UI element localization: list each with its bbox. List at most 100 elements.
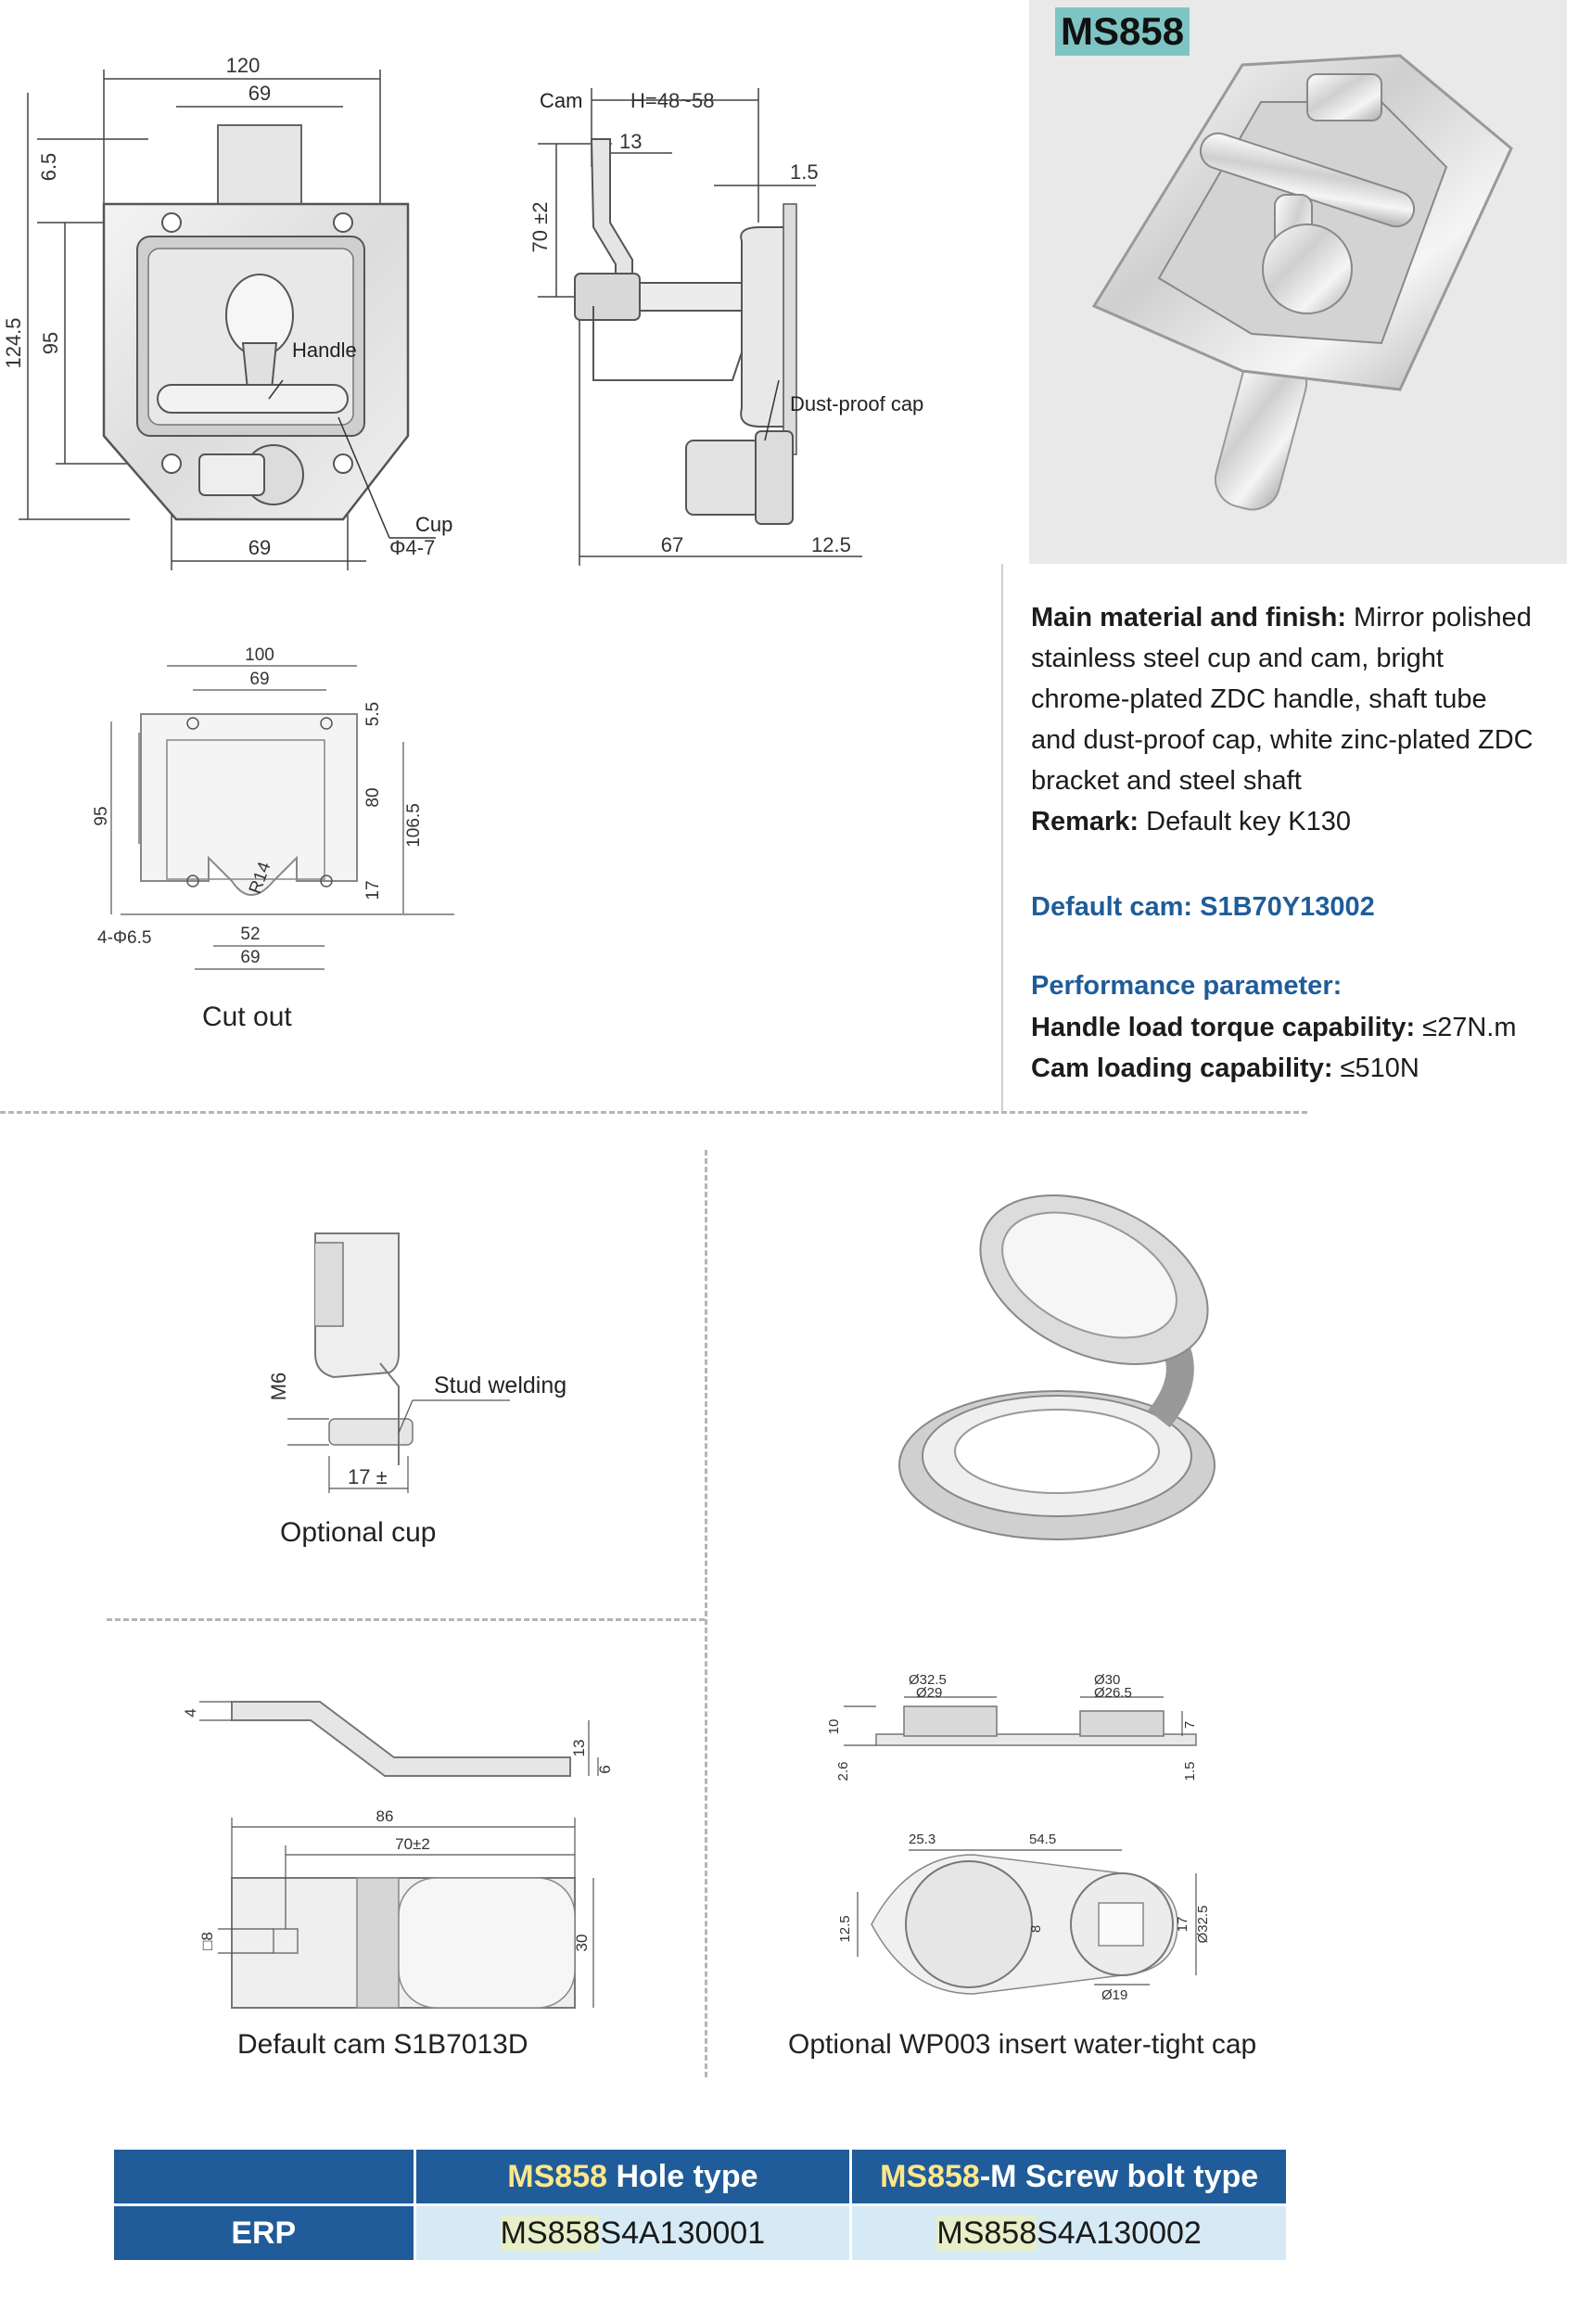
- material-line-3: chrome-plated ZDC handle, shaft tube: [1031, 684, 1487, 714]
- dim-height-total: 124.5: [2, 317, 25, 368]
- section-divider-vertical: [705, 1150, 707, 2077]
- model-tag: MS858: [1055, 7, 1190, 56]
- performance-values: Handle load torque capability: ≤27N.m Ca…: [1031, 1007, 1517, 1089]
- erp-header-hole-type: MS858 Hole type: [415, 2150, 850, 2203]
- wc-dim-d32-5b: Ø32.5: [1195, 1906, 1211, 1944]
- wc-dim-8: 8: [1028, 1925, 1044, 1933]
- cam-dim-6: 6: [596, 1765, 614, 1773]
- material-label: Main material and finish:: [1031, 603, 1346, 632]
- water-cap-drawing: Ø32.5 Ø29 Ø30 Ø26.5 10 2.6 7 1.5 25.3 54…: [826, 1672, 1211, 2003]
- cut-dim-106-5: 106.5: [404, 803, 424, 848]
- erp-header-blank: [114, 2150, 414, 2203]
- wc-dim-1-5: 1.5: [1182, 1762, 1198, 1781]
- cam-dim-sq8: □8: [198, 1932, 216, 1950]
- erp-code-screw: MS858S4A130002: [852, 2206, 1286, 2260]
- cam-dim-13: 13: [570, 1740, 588, 1757]
- wc-dim-12-5: 12.5: [837, 1915, 853, 1942]
- section-divider-2: [107, 1618, 705, 1621]
- cut-dim-holes: 4-Φ6.5: [97, 928, 151, 948]
- stud-welding-label: Stud welding: [434, 1373, 566, 1398]
- cut-dim-5-5: 5.5: [363, 702, 383, 726]
- default-cam-caption: Default cam S1B7013D: [237, 2029, 528, 2060]
- dim-thickness: 1.5: [790, 160, 819, 184]
- cam-dim-30: 30: [573, 1935, 591, 1952]
- material-line-5: bracket and steel shaft: [1031, 766, 1302, 796]
- wc-dim-2-6: 2.6: [835, 1762, 851, 1781]
- label-cam: Cam: [540, 89, 582, 112]
- cam-load-label: Cam loading capability:: [1031, 1053, 1333, 1083]
- wc-dim-17: 17: [1175, 1917, 1190, 1933]
- cam-load-value: ≤510N: [1332, 1053, 1419, 1083]
- water-cap-render: [898, 1194, 1216, 1540]
- wc-dim-d30: Ø30: [1094, 1672, 1120, 1688]
- erp-code-prefix-2: MS858: [936, 2215, 1037, 2251]
- cut-dim-69-bottom: 69: [240, 948, 260, 967]
- label-handle: Handle: [292, 338, 357, 362]
- material-line-1: Mirror polished: [1346, 603, 1532, 632]
- dim-width-inner-top: 69: [248, 82, 271, 105]
- erp-header-screw-bolt: MS858-M Screw bolt type: [852, 2150, 1286, 2203]
- cup-dim-m6: M6: [267, 1373, 290, 1401]
- dim-h-range: H=48~58: [630, 89, 715, 112]
- label-cup: Cup: [415, 513, 452, 536]
- erp-row: ERP MS858S4A130001 MS858S4A130002: [114, 2206, 1286, 2260]
- water-cap-caption: Optional WP003 insert water-tight cap: [788, 2029, 1257, 2060]
- dim-top-offset: 6.5: [37, 153, 60, 182]
- cut-dim-80: 80: [363, 787, 383, 807]
- wc-dim-d29: Ø29: [916, 1685, 942, 1701]
- remark-label: Remark:: [1031, 807, 1139, 836]
- wc-dim-7: 7: [1182, 1721, 1198, 1729]
- side-view-drawing: Cam H=48~58 13 70 ±2 1.5 Dust-proof cap …: [528, 88, 923, 566]
- latch-illustration: [1091, 54, 1513, 511]
- front-view-drawing: 120 69 6.5 124.5 95 69 Φ4-7 Handle Cup: [2, 54, 452, 570]
- erp-table: MS858 Hole type MS858-M Screw bolt type …: [111, 2147, 1289, 2263]
- dim-width-bottom: 69: [248, 536, 271, 559]
- top-separator: [1001, 564, 1003, 1111]
- dim-cap-depth: 12.5: [811, 533, 851, 556]
- spec-material: Main material and finish: Mirror polishe…: [1031, 597, 1578, 842]
- cut-dim-100: 100: [245, 645, 274, 665]
- cut-dim-95: 95: [92, 806, 111, 825]
- section-divider-1: [0, 1111, 1307, 1114]
- erp-code-prefix-1: MS858: [500, 2215, 601, 2251]
- label-dust-cap: Dust-proof cap: [790, 392, 923, 415]
- wc-dim-d19: Ø19: [1101, 1987, 1127, 2003]
- erp-header-rest-2: -M Screw bolt type: [979, 2158, 1259, 2194]
- remark-value: Default key K130: [1139, 807, 1351, 836]
- dim-depth: 67: [661, 533, 683, 556]
- torque-value: ≤27N.m: [1415, 1013, 1517, 1042]
- erp-header-model-1: MS858: [507, 2158, 608, 2194]
- cam-dim-70: 70±2: [395, 1835, 430, 1853]
- dim-height-inner: 95: [39, 332, 62, 354]
- default-cam-drawing: 4 13 6 86 70±2 □8 30: [182, 1701, 614, 2009]
- default-cam-spec: Default cam: S1B70Y13002: [1031, 892, 1375, 922]
- erp-header-rest-1: Hole type: [607, 2158, 758, 2194]
- product-photo: MS858: [1029, 0, 1567, 564]
- material-line-4: and dust-proof cap, white zinc-plated ZD…: [1031, 725, 1534, 755]
- cutout-drawing: 100 69 5.5 95 80 106.5 17 R14 4-Φ6.5 52 …: [92, 645, 454, 970]
- cut-dim-69-top: 69: [249, 670, 269, 689]
- cup-dim-len: 17 ±: [348, 1465, 388, 1488]
- erp-code-rest-2: S4A130002: [1037, 2215, 1202, 2251]
- cutout-caption: Cut out: [202, 1002, 292, 1032]
- erp-code-hole: MS858S4A130001: [415, 2206, 850, 2260]
- erp-row-label: ERP: [114, 2206, 414, 2260]
- optional-cup-drawing: M6 17 ± Stud welding: [267, 1232, 566, 1493]
- dim-width-total: 120: [226, 54, 261, 77]
- erp-header-model-2: MS858: [880, 2158, 980, 2194]
- cut-dim-17: 17: [363, 880, 383, 900]
- erp-code-rest-1: S4A130001: [600, 2215, 766, 2251]
- torque-label: Handle load torque capability:: [1031, 1013, 1416, 1042]
- wc-dim-25-3: 25.3: [909, 1832, 936, 1847]
- wc-dim-10: 10: [826, 1719, 842, 1735]
- erp-header-row: MS858 Hole type MS858-M Screw bolt type: [114, 2150, 1286, 2203]
- performance-heading: Performance parameter:: [1031, 971, 1343, 1001]
- wc-dim-d32-5: Ø32.5: [909, 1672, 947, 1688]
- dim-hole: Φ4-7: [389, 536, 435, 559]
- wc-dim-54-5: 54.5: [1029, 1832, 1056, 1847]
- wc-dim-d26-5: Ø26.5: [1094, 1685, 1132, 1701]
- material-line-2: stainless steel cup and cam, bright: [1031, 644, 1444, 673]
- cam-dim-86: 86: [376, 1807, 394, 1825]
- dim-height-70: 70 ±2: [528, 202, 552, 253]
- cut-dim-52: 52: [240, 925, 260, 944]
